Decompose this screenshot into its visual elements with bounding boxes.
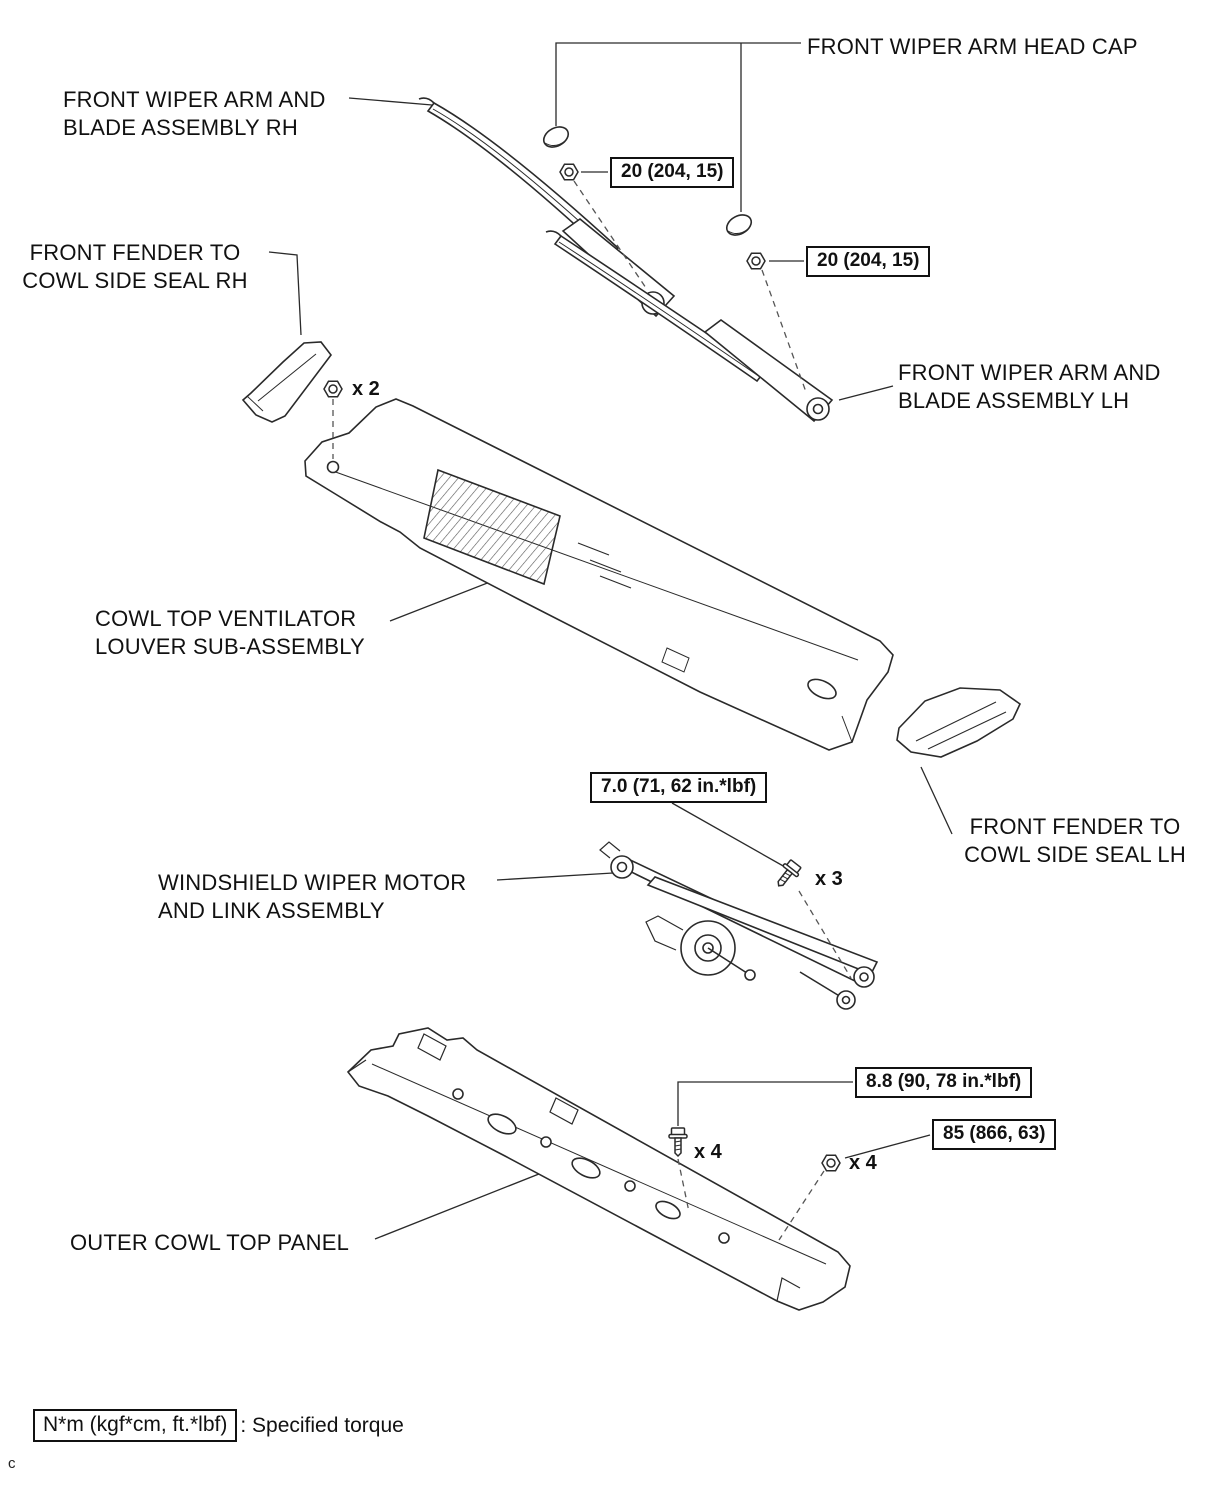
panel-bolt-icon bbox=[668, 1127, 688, 1157]
panel-nut-icon bbox=[821, 1154, 841, 1172]
label-windshield-wiper-motor: WINDSHIELD WIPER MOTOR AND LINK ASSEMBLY bbox=[158, 870, 467, 923]
motor-bolt-icon bbox=[770, 857, 804, 893]
label-front-fender-cowl-seal-rh: FRONT FENDER TO COWL SIDE SEAL RH bbox=[22, 240, 248, 293]
torque-box-arm-nut-rh: 20 (204, 15) bbox=[610, 157, 735, 188]
torque-box-motor-bolt: 7.0 (71, 62 in.*lbf) bbox=[590, 772, 768, 803]
count-louver-nut: x 2 bbox=[352, 378, 380, 400]
torque-box-panel-nut: 85 (866, 63) bbox=[932, 1119, 1057, 1150]
label-front-wiper-arm-blade-lh: FRONT WIPER ARM AND BLADE ASSEMBLY LH bbox=[898, 360, 1161, 413]
torque-legend: N*m (kgf*cm, ft.*lbf) : Specified torque bbox=[33, 1409, 404, 1442]
count-motor-bolt: x 3 bbox=[815, 868, 843, 890]
head-cap-lh-drawing bbox=[725, 214, 753, 236]
label-front-fender-cowl-seal-lh: FRONT FENDER TO COWL SIDE SEAL LH bbox=[964, 814, 1186, 867]
torque-box-arm-nut-lh: 20 (204, 15) bbox=[806, 246, 931, 277]
label-front-wiper-arm-head-cap: FRONT WIPER ARM HEAD CAP bbox=[807, 34, 1138, 59]
cowl-louver-drawing bbox=[304, 398, 894, 751]
fender-seal-lh-drawing bbox=[896, 687, 1022, 758]
page-corner-mark: c bbox=[8, 1455, 16, 1472]
torque-box-panel-bolt: 8.8 (90, 78 in.*lbf) bbox=[855, 1067, 1033, 1098]
label-outer-cowl-top-panel: OUTER COWL TOP PANEL bbox=[70, 1230, 350, 1255]
torque-notation-box: N*m (kgf*cm, ft.*lbf) bbox=[33, 1409, 238, 1442]
label-front-wiper-arm-blade-rh: FRONT WIPER ARM AND BLADE ASSEMBLY RH bbox=[63, 87, 326, 140]
count-panel-nut: x 4 bbox=[849, 1152, 877, 1174]
wiper-arm-blade-rh-drawing bbox=[418, 97, 676, 318]
louver-nut-icon bbox=[323, 380, 343, 398]
wiper-arm-blade-lh-drawing bbox=[545, 230, 834, 423]
outer-cowl-panel-drawing bbox=[346, 1027, 851, 1311]
arm-nut-rh-icon bbox=[559, 163, 579, 181]
leader-lines bbox=[268, 42, 953, 1240]
torque-notation-description: : Specified torque bbox=[240, 1413, 404, 1437]
count-panel-bolt: x 4 bbox=[694, 1141, 722, 1163]
label-cowl-top-ventilator-louver: COWL TOP VENTILATOR LOUVER SUB-ASSEMBLY bbox=[95, 606, 365, 659]
head-cap-rh-drawing bbox=[542, 126, 570, 148]
arm-nut-lh-icon bbox=[746, 252, 766, 270]
fender-seal-rh-drawing bbox=[241, 341, 333, 423]
dashed-assembly-lines bbox=[332, 180, 852, 1241]
wiper-motor-assembly-drawing bbox=[599, 841, 879, 1010]
